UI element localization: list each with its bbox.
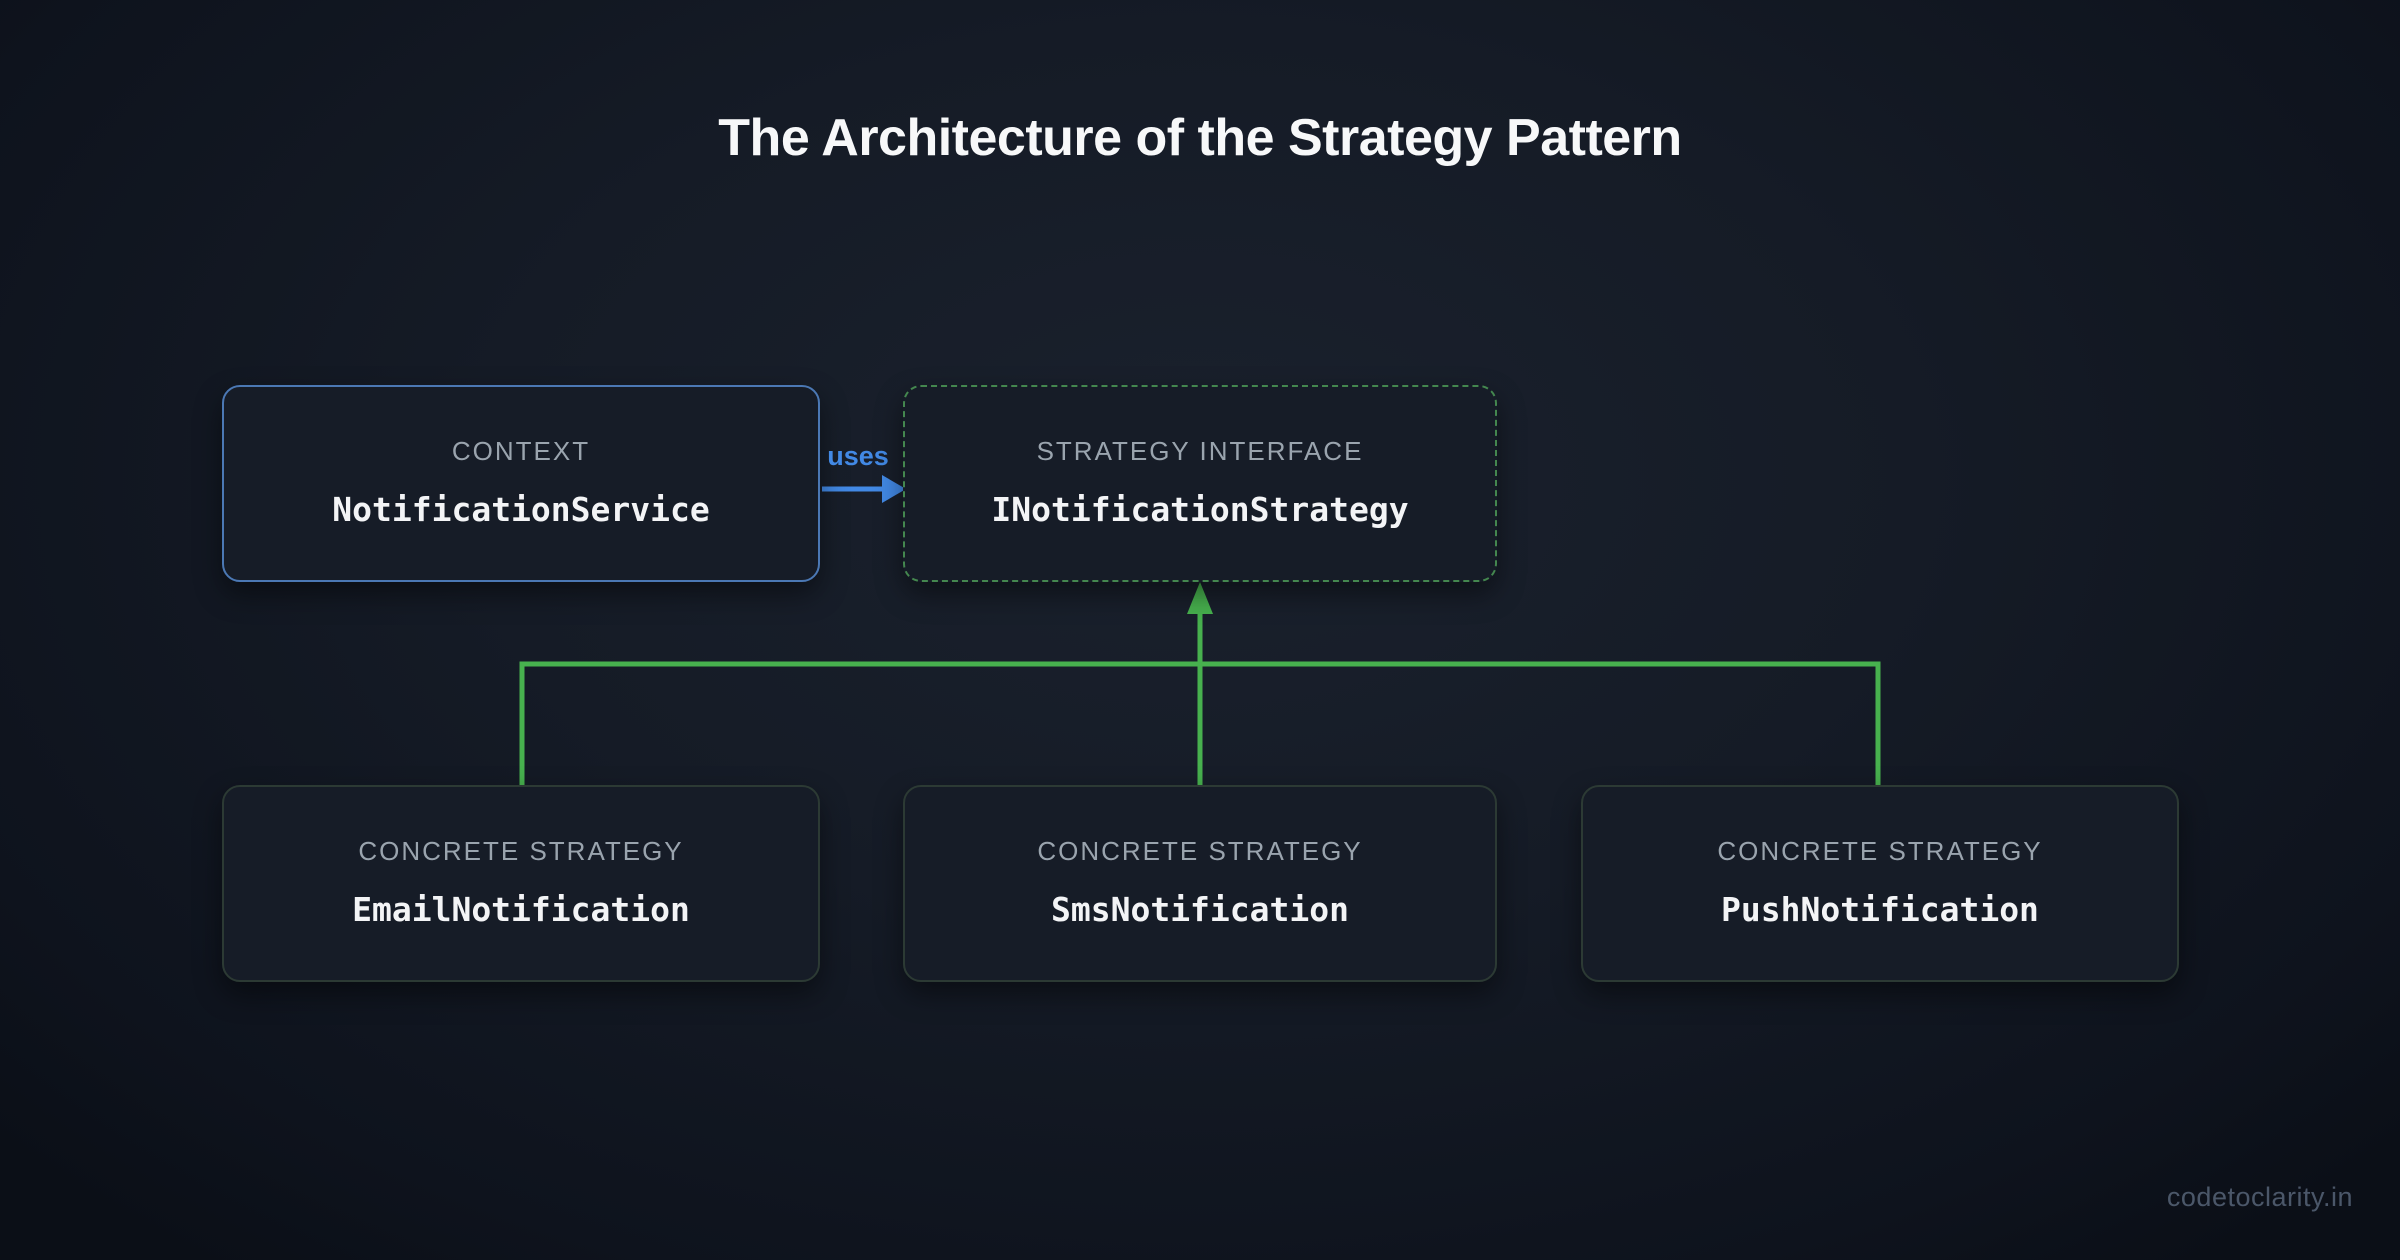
node-type-label: CONCRETE STRATEGY [358,835,684,866]
node-type-label: CONTEXT [451,435,591,466]
node-concrete-sms: CONCRETE STRATEGY SmsNotification [903,785,1497,982]
watermark-text: codetoclarity.in [2166,1182,2353,1212]
node-strategy-interface: STRATEGY INTERFACE INotificationStrategy [903,385,1497,582]
page-title: The Architecture of the Strategy Pattern [718,109,1682,167]
implements-arrowhead-icon [1187,582,1213,614]
node-concrete-push: CONCRETE STRATEGY PushNotification [1581,785,2179,982]
node-type-label: STRATEGY INTERFACE [1036,435,1364,466]
uses-edge-label: uses [827,441,889,471]
node-concrete-email: CONCRETE STRATEGY EmailNotification [222,785,820,982]
node-class-name: INotificationStrategy [991,489,1409,529]
node-context: CONTEXT NotificationService [222,385,820,582]
implements-connector-line [519,661,1881,786]
node-type-label: CONCRETE STRATEGY [1037,835,1363,866]
node-class-name: SmsNotification [1050,889,1349,929]
node-class-name: PushNotification [1721,889,2039,929]
node-class-name: NotificationService [332,489,710,529]
node-type-label: CONCRETE STRATEGY [1717,835,2043,866]
node-class-name: EmailNotification [352,889,690,929]
